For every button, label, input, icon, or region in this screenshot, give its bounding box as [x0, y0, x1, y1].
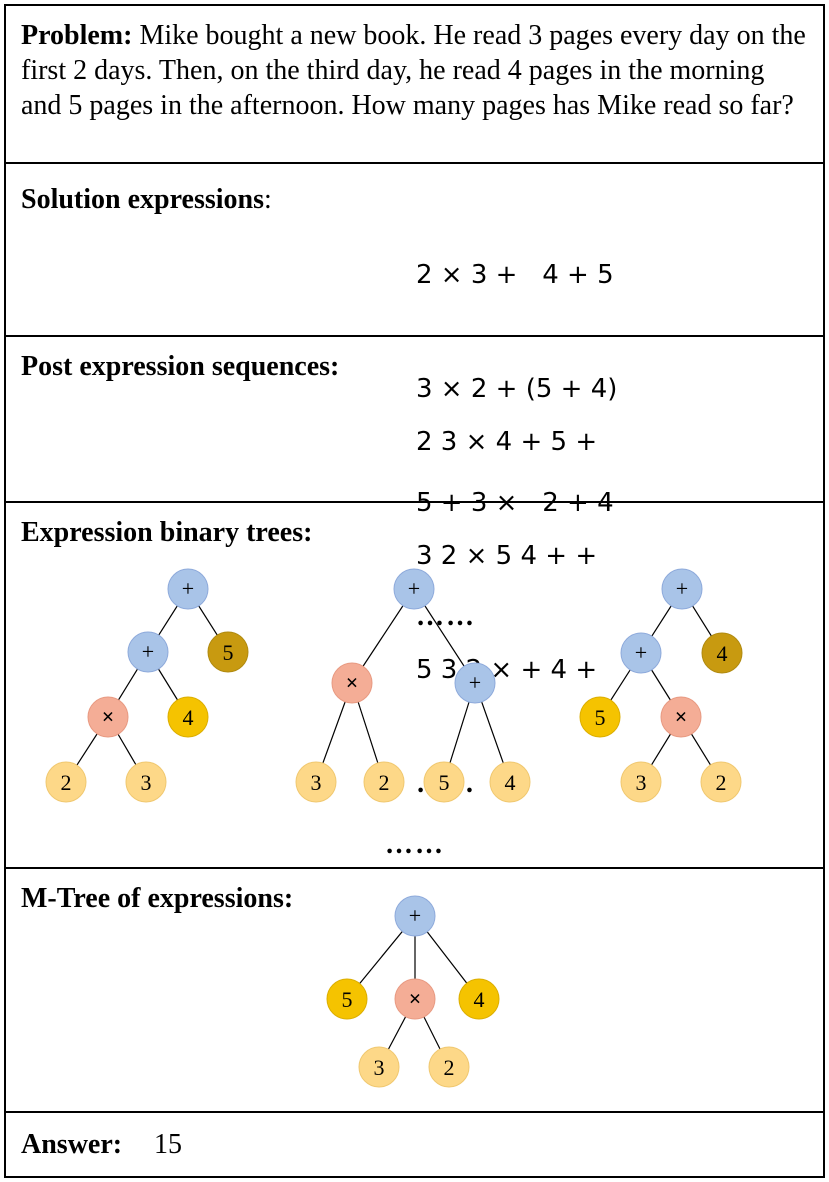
solution-colon: : — [264, 184, 272, 215]
leaf-node: 3 — [295, 761, 337, 803]
svg-text:+: + — [408, 576, 420, 601]
solution-expression: 3 × 2 + (5 + 4) — [416, 374, 618, 404]
leaf-node: 3 — [125, 761, 167, 803]
problem-body: Mike bought a new book. He read 3 pages … — [21, 20, 806, 121]
problem-section: Problem: Mike bought a new book. He read… — [6, 6, 823, 164]
svg-text:5: 5 — [342, 987, 353, 1012]
svg-text:×: × — [102, 704, 115, 729]
binary-trees-section: Expression binary trees: — [6, 503, 823, 869]
leaf-node: 5 — [579, 696, 621, 738]
svg-text:+: + — [142, 639, 154, 664]
postfix-label: Post expression sequences: — [21, 351, 340, 382]
svg-text:5: 5 — [439, 770, 450, 795]
plus-node: + — [127, 631, 169, 673]
m-tree-canvas: + 5 × 4 3 2 — [326, 895, 500, 1088]
svg-text:+: + — [469, 670, 481, 695]
problem-text: Problem: Mike bought a new book. He read… — [21, 18, 811, 123]
solution-section: Solution expressions: 2 × 3 + 4 + 5 3 × … — [6, 164, 823, 632]
svg-text:4: 4 — [474, 987, 485, 1012]
answer-value: 15 — [154, 1129, 182, 1160]
problem-label: Problem: — [21, 20, 133, 51]
svg-text:+: + — [676, 576, 688, 601]
leaf-node: 2 — [700, 761, 742, 803]
binary-trees-label: Expression binary trees: — [21, 517, 313, 548]
svg-text:2: 2 — [379, 770, 390, 795]
leaf-node: 4 — [701, 632, 743, 674]
diagram-frame: Problem: Mike bought a new book. He read… — [4, 4, 825, 1178]
m-tree-label: M-Tree of expressions: — [21, 883, 294, 914]
svg-text:×: × — [675, 704, 688, 729]
svg-text:+: + — [409, 903, 421, 928]
svg-text:3: 3 — [311, 770, 322, 795]
multiply-node: × — [87, 696, 129, 738]
tree3: + + 4 5 × 3 2 — [579, 568, 743, 803]
svg-text:3: 3 — [374, 1055, 385, 1080]
multiply-node: × — [660, 696, 702, 738]
svg-text:5: 5 — [223, 640, 234, 665]
tree1: + + 5 × 4 2 3 — [45, 568, 249, 803]
m-tree-section: M-Tree of expressions: + 5 × 4 3 2 — [6, 869, 823, 1113]
solution-label-wrap: Solution expressions: — [21, 184, 272, 216]
solution-label: Solution expressions — [21, 184, 264, 215]
plus-node: + — [454, 662, 496, 704]
trees-ellipsis: …… — [385, 829, 445, 860]
svg-text:+: + — [182, 576, 194, 601]
postfix-sequence: 3 2 × 5 4 + + — [416, 541, 598, 571]
postfix-section: Post expression sequences: 2 3 × 4 + 5 +… — [6, 337, 823, 799]
leaf-node: 4 — [458, 978, 500, 1020]
answer-label: Answer: — [21, 1129, 123, 1160]
svg-text:2: 2 — [61, 770, 72, 795]
binary-trees-canvas: + + 5 × 4 2 3 + × + 3 2 5 4 + + — [45, 568, 743, 860]
svg-text:4: 4 — [505, 770, 516, 795]
svg-text:3: 3 — [141, 770, 152, 795]
leaf-node: 2 — [428, 1046, 470, 1088]
svg-text:3: 3 — [636, 770, 647, 795]
svg-text:4: 4 — [717, 641, 728, 666]
plus-node: + — [394, 895, 436, 937]
plus-node: + — [167, 568, 209, 610]
leaf-node: 2 — [363, 761, 405, 803]
postfix-sequence: 2 3 × 4 + 5 + — [416, 427, 598, 457]
plus-node: + — [620, 632, 662, 674]
leaf-node: 2 — [45, 761, 87, 803]
answer-section: Answer: 15 — [6, 1113, 823, 1176]
solution-expression: 5 + 3 × 2 + 4 — [416, 488, 614, 518]
multiply-node: × — [331, 662, 373, 704]
plus-node: + — [393, 568, 435, 610]
svg-text:2: 2 — [716, 770, 727, 795]
svg-text:×: × — [409, 986, 422, 1011]
leaf-node: 3 — [620, 761, 662, 803]
svg-text:2: 2 — [444, 1055, 455, 1080]
leaf-node: 5 — [207, 631, 249, 673]
leaf-node: 3 — [358, 1046, 400, 1088]
plus-node: + — [661, 568, 703, 610]
svg-text:5: 5 — [595, 705, 606, 730]
solution-expression: 2 × 3 + 4 + 5 — [416, 260, 614, 290]
leaf-node: 4 — [489, 761, 531, 803]
tree-edges — [65, 588, 723, 783]
postfix-sequence: 5 3 2 × + 4 + — [416, 655, 598, 685]
tree2: + × + 3 2 5 4 — [295, 568, 531, 803]
svg-text:4: 4 — [183, 705, 194, 730]
leaf-node: 5 — [326, 978, 368, 1020]
multiply-node: × — [394, 978, 436, 1020]
leaf-node: 5 — [423, 761, 465, 803]
svg-text:+: + — [635, 640, 647, 665]
svg-text:×: × — [346, 670, 359, 695]
leaf-node: 4 — [167, 696, 209, 738]
